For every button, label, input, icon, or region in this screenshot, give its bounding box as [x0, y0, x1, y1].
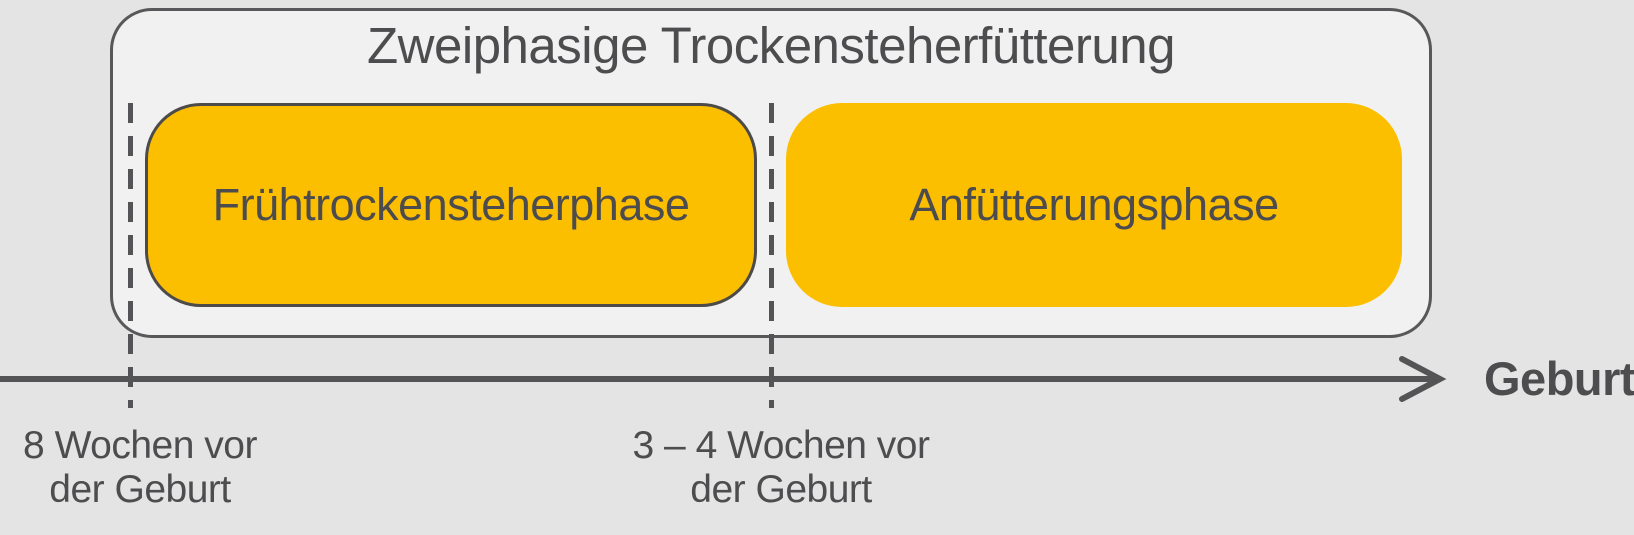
marker-label-line1: 3 – 4 Wochen vor	[632, 424, 930, 467]
timeline-marker-label-8-weeks: 8 Wochen vor der Geburt	[0, 424, 280, 512]
dashed-marker-line-8-weeks	[128, 103, 133, 408]
timeline-arrow	[0, 356, 1447, 402]
phase-label: Frühtrockensteherphase	[212, 179, 690, 230]
phase-box-fruehtrockensteherphase: Frühtrockensteherphase	[145, 103, 757, 307]
diagram-title: Zweiphasige Trockensteherfütterung	[367, 17, 1175, 74]
timeline-end-label: Geburt	[1484, 352, 1634, 405]
dashed-marker-line-3-4-weeks	[769, 103, 774, 408]
marker-label-line2: der Geburt	[690, 468, 872, 511]
arrowhead-icon	[1399, 356, 1447, 402]
phase-label: Anfütterungsphase	[909, 179, 1279, 230]
phase-box-anfuetterungsphase: Anfütterungsphase	[786, 103, 1402, 307]
marker-label-line2: der Geburt	[49, 468, 231, 511]
timeline-marker-label-3-4-weeks: 3 – 4 Wochen vor der Geburt	[581, 424, 981, 512]
marker-label-line1: 8 Wochen vor	[23, 424, 257, 467]
